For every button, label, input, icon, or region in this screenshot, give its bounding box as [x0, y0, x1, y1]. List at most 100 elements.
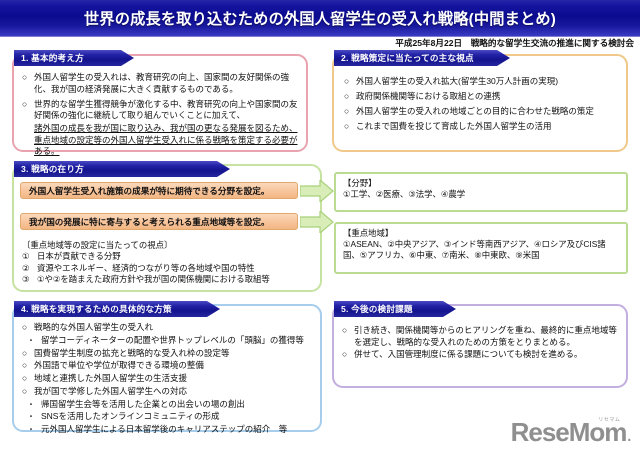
viewpoint-item: ③ ①や②を踏まえた政府方針や我が国の関係機関における取組等: [22, 274, 304, 285]
section-5-header: 5. 今後の検討課題: [334, 301, 456, 317]
section-3-measure-box-2: 我が国の発展に特に寄与すると考えられる重点地域等を設定。: [20, 213, 298, 230]
list-item: ・ SNSを活用したオンラインコミュニティの形成: [22, 411, 314, 423]
bullet-circle-icon: ○: [342, 325, 348, 335]
list-item-text: SNSを活用したオンラインコミュニティの形成: [41, 411, 220, 422]
list-item-text: 留学コーディネーターの配置や世界トップレベルの「頭脳」の獲得等: [41, 334, 304, 345]
section-2-list: ○ 外国人留学生の受入れ拡大(留学生30万人計画の実現) ○ 政府関係機関等にお…: [344, 76, 622, 136]
list-item: ○ 政府関係機関等における取組との連携: [344, 91, 622, 103]
list-item-text: 外国人留学生の受入れ拡大(留学生30万人計画の実現): [356, 76, 559, 86]
logo-dot: .: [626, 424, 632, 446]
bullet-circle-icon: ○: [344, 121, 350, 132]
list-item-text: これまで国費を投じて育成した外国人留学生の活用: [356, 121, 552, 132]
list-item: ・ 留学コーディネーターの配置や世界トップレベルの「頭脳」の獲得等: [22, 335, 314, 347]
bullet-dot-icon: ・: [27, 335, 35, 345]
resemom-watermark-logo: リセマム ReseMom .: [510, 417, 632, 447]
list-item: 諸外国の成長を我が国に取り込み、我が国の更なる発展を図るため、重点地域の設定等の…: [22, 123, 300, 158]
section-5-heading-label: 5. 今後の検討課題: [341, 304, 413, 314]
list-item: ・ 元外国人留学生による日本留学後のキャリアステップの紹介 等: [22, 424, 314, 436]
list-item-text-underlined: 諸外国の成長を我が国に取り込み、我が国の更なる発展を図るため、重点地域の設定等の…: [34, 123, 298, 157]
viewpoint-text: 日本が貢献できる分野: [37, 251, 121, 262]
list-item: ○ 併せて、入国管理制度に係る課題についても検討を進める。: [342, 349, 622, 361]
list-item-text: 国費留学生制度の拡充と戦略的な受入れ枠の設定等: [34, 347, 230, 358]
section-3-viewpoint-list: 〔重点地域等の設定に当たっての視点〕 ① 日本が貢献できる分野 ② 資源やエネル…: [22, 240, 304, 286]
list-item: ○ 地域と連携した外国人留学生の生活支援: [22, 373, 314, 385]
section-4-panel: [12, 304, 322, 432]
bullet-dot-icon: ・: [27, 399, 35, 409]
section-1-panel: [12, 54, 308, 152]
measure-box-2-text: 我が国の発展に特に寄与すると考えられる重点地域等を設定。: [29, 216, 270, 227]
page-title: 世界の成長を取り込むための外国人留学生の受入れ戦略(中間まとめ): [83, 11, 557, 28]
result-fields-label: 【分野】: [343, 178, 377, 188]
list-item-text: 元外国人留学生による日本留学後のキャリアステップの紹介 等: [41, 424, 288, 435]
bullet-dot-icon: ・: [27, 412, 35, 422]
list-item: ○ 外国人留学生の受入れは、教育研究の向上、国家間の友好関係の強化、我が国の経済…: [22, 72, 300, 95]
document-meta-line: 平成25年8月22日 戦略的な留学生交流の推進に関する検討会: [395, 38, 634, 48]
section-4-list: ○ 戦略的な外国人留学生の受入れ ・ 留学コーディネーターの配置や世界トップレベ…: [22, 322, 314, 437]
bullet-circle-icon: ○: [22, 322, 28, 332]
section-1-header: 1. 基本的考え方: [14, 50, 134, 66]
list-item-text: 引き続き、関係機関等からのヒアリングを重ね、最終的に重点地域等を選定し、戦略的な…: [354, 325, 617, 347]
list-item: ○ 国費留学生制度の拡充と戦略的な受入れ枠の設定等: [22, 348, 314, 360]
bullet-circle-icon: ○: [344, 91, 350, 102]
bullet-dot-icon: ・: [27, 425, 35, 435]
section-2-heading-label: 2. 戦略策定に当たっての主な視点: [341, 53, 474, 63]
bullet-circle-icon: ○: [22, 385, 28, 396]
result-regions-body: ①ASEAN、②中央アジア、③インド等南西アジア、④ロシア及びCIS諸国、⑤アフ…: [343, 239, 606, 261]
list-item-text: 帰国留学生会等を活用した企業との出会いの場の創出: [41, 398, 245, 409]
section-3-measure-box-1: 外国人留学生受入れ施策の成果が特に期待できる分野を設定。: [20, 182, 298, 199]
bullet-circle-icon: ○: [22, 373, 28, 384]
viewpoint-number: ②: [22, 262, 30, 273]
bullet-circle-icon: ○: [22, 360, 28, 371]
list-item: ○ 外国人留学生の受入れの地域ごとの目的に合わせた戦略の策定: [344, 106, 622, 118]
document-title-banner: 世界の成長を取り込むための外国人留学生の受入れ戦略(中間まとめ): [0, 0, 640, 37]
section-3-result-box-fields: 【分野】 ①工学、②医療、③法学、④農学: [334, 172, 628, 212]
section-1-list: ○ 外国人留学生の受入れは、教育研究の向上、国家間の友好関係の強化、我が国の経済…: [22, 72, 300, 161]
section-4-heading-label: 4. 戦略を実現するための具体的な方策: [21, 304, 172, 314]
list-item-text: 外国語で単位や学位が取得できる環境の整備: [34, 360, 204, 371]
section-3-header: 3. 戦略の在り方: [14, 161, 230, 177]
viewpoint-number: ③: [22, 274, 30, 285]
logo-brand-text: ReseMom: [510, 417, 628, 447]
section-2-header: 2. 戦略策定に当たっての主な視点: [334, 50, 510, 66]
viewpoint-text: 資源やエネルギー、経済的つながり等の各地域や国の特性: [37, 262, 255, 273]
section-5-panel: [332, 304, 628, 388]
section-2-panel: [332, 54, 628, 152]
list-item: ○ 引き続き、関係機関等からのヒアリングを重ね、最終的に重点地域等を選定し、戦略…: [342, 325, 622, 348]
section-1-heading-label: 1. 基本的考え方: [21, 53, 84, 63]
list-item: ○ 外国人留学生の受入れ拡大(留学生30万人計画の実現): [344, 76, 622, 88]
list-item-text: 我が国で学修した外国人留学生への対応: [34, 385, 188, 396]
section-4-header: 4. 戦略を実現するための具体的な方策: [14, 301, 220, 317]
bullet-circle-icon: ○: [22, 72, 28, 82]
list-item-text: 地域と連携した外国人留学生の生活支援: [34, 373, 188, 384]
bullet-circle-icon: ○: [342, 349, 348, 360]
bullet-circle-icon: ○: [344, 76, 350, 86]
list-item-text: 政府関係機関等における取組との連携: [356, 91, 501, 102]
result-fields-body: ①工学、②医療、③法学、④農学: [343, 189, 466, 200]
list-item-text: 外国人留学生の受入れの地域ごとの目的に合わせた戦略の策定: [356, 106, 594, 117]
result-regions-label: 【重点地域】: [343, 228, 394, 238]
logo-ruby-text: リセマム: [598, 417, 621, 423]
list-item-text: 併せて、入国管理制度に係る課題についても検討を進める。: [354, 349, 583, 360]
bullet-circle-icon: ○: [344, 106, 350, 117]
section-3-result-box-regions: 【重点地域】 ①ASEAN、②中央アジア、③インド等南西アジア、④ロシア及びCI…: [334, 222, 628, 274]
viewpoint-item: ① 日本が貢献できる分野: [22, 251, 304, 262]
list-item: ・ 帰国留学生会等を活用した企業との出会いの場の創出: [22, 399, 314, 411]
list-item-text: 戦略的な外国人留学生の受入れ: [34, 322, 154, 332]
arrow-right-icon-1: [299, 178, 334, 204]
list-item-text: 世界的な留学生獲得競争が激化する中、教育研究の向上や国家間の友好関係の強化に継続…: [34, 98, 298, 121]
measure-box-1-text: 外国人留学生受入れ施策の成果が特に期待できる分野を設定。: [29, 185, 270, 196]
bullet-circle-icon: ○: [22, 98, 28, 109]
list-item: ○ 我が国で学修した外国人留学生への対応: [22, 386, 314, 398]
bullet-circle-icon: ○: [22, 347, 28, 358]
list-item-text: 外国人留学生の受入れは、教育研究の向上、国家間の友好関係の強化、我が国の経済発展…: [34, 72, 290, 94]
list-item: ○ 外国語で単位や学位が取得できる環境の整備: [22, 360, 314, 372]
section-5-list: ○ 引き続き、関係機関等からのヒアリングを重ね、最終的に重点地域等を選定し、戦略…: [342, 325, 622, 362]
arrow-right-icon-2: [299, 209, 334, 235]
list-item: ○ 世界的な留学生獲得競争が激化する中、教育研究の向上や国家間の友好関係の強化に…: [22, 99, 300, 122]
viewpoint-text: ①や②を踏まえた政府方針や我が国の関係機関における取組等: [37, 274, 270, 285]
viewpoint-item: ② 資源やエネルギー、経済的つながり等の各地域や国の特性: [22, 263, 304, 274]
list-item: ○ これまで国費を投じて育成した外国人留学生の活用: [344, 121, 622, 133]
viewpoint-number: ①: [22, 251, 30, 262]
list-item: ○ 戦略的な外国人留学生の受入れ: [22, 322, 314, 334]
viewpoint-list-title: 〔重点地域等の設定に当たっての視点〕: [22, 240, 173, 250]
